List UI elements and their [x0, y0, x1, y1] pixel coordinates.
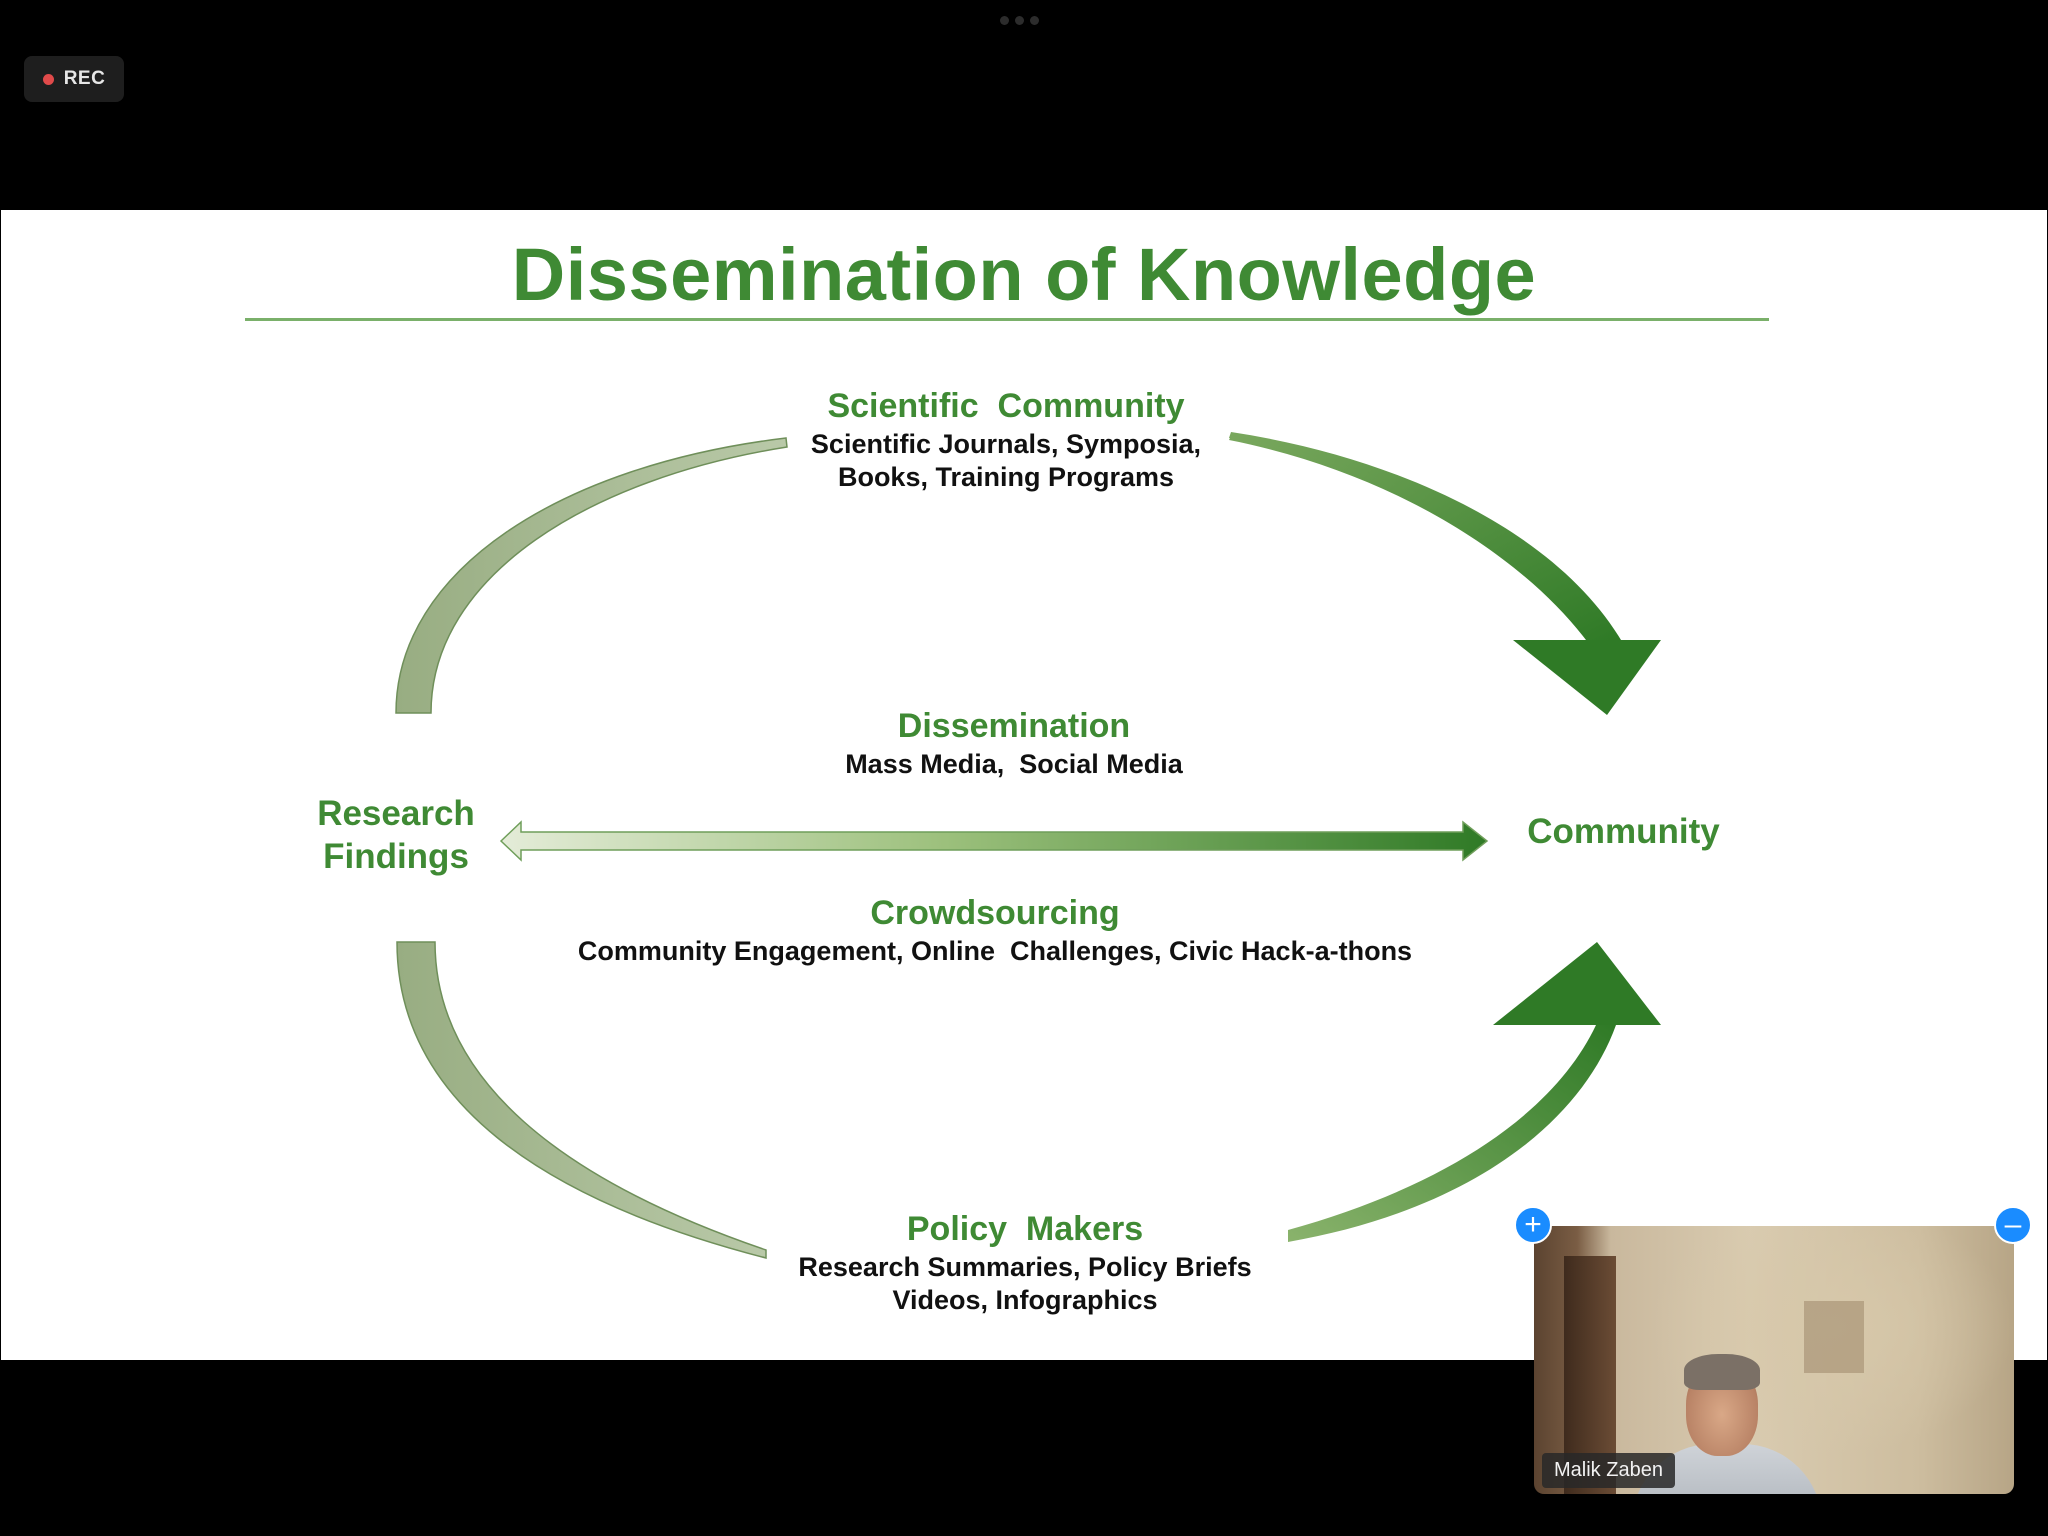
record-icon	[42, 73, 54, 85]
plus-icon[interactable]: +	[1514, 1206, 1552, 1244]
participant-hair	[1684, 1354, 1760, 1390]
dissemination-subtitle: Mass Media, Social Media	[845, 749, 1183, 779]
horizontal-double-arrow	[499, 820, 1489, 862]
title-divider	[245, 318, 1769, 321]
participant-name: Malik Zaben	[1542, 1453, 1675, 1488]
dot	[1030, 16, 1039, 25]
arrow-bottom-right	[1288, 1025, 1616, 1242]
scientific-community-title: Scientific Community	[827, 387, 1185, 425]
background-picture	[1804, 1301, 1864, 1373]
shared-slide: Dissemination of Knowledge	[1, 210, 2047, 1360]
policy-makers-subtitle: Research Summaries, Policy Briefs Videos…	[798, 1252, 1252, 1315]
dot	[1015, 16, 1024, 25]
participant-video-tile[interactable]: Malik Zaben	[1534, 1226, 2014, 1494]
community-node: Community	[1527, 812, 1720, 851]
dot	[1000, 16, 1009, 25]
arrow-top-right-head	[1513, 640, 1661, 715]
minus-icon[interactable]: –	[1994, 1206, 2032, 1244]
scientific-community-subtitle: Scientific Journals, Symposia, Books, Tr…	[810, 429, 1202, 492]
crowdsourcing-subtitle: Community Engagement, Online Challenges,…	[577, 936, 1413, 966]
dissemination-title: Dissemination	[897, 707, 1131, 745]
policy-makers-title: Policy Makers	[906, 1210, 1144, 1248]
recording-label: REC	[63, 68, 106, 89]
crowdsourcing-title: Crowdsourcing	[870, 894, 1120, 932]
research-findings-node: Research Findings	[317, 794, 475, 876]
arc-bottom-left	[396, 941, 767, 1259]
arc-top-left	[395, 437, 788, 714]
recording-indicator[interactable]: REC	[24, 56, 124, 102]
arrow-bottom-right-head	[1493, 942, 1661, 1025]
diagram-arrows	[395, 432, 1661, 1259]
slide-title: Dissemination of Knowledge	[511, 233, 1537, 316]
arrow-top-right-shaft	[1229, 436, 1616, 640]
window-options-icon[interactable]	[1000, 16, 1039, 25]
